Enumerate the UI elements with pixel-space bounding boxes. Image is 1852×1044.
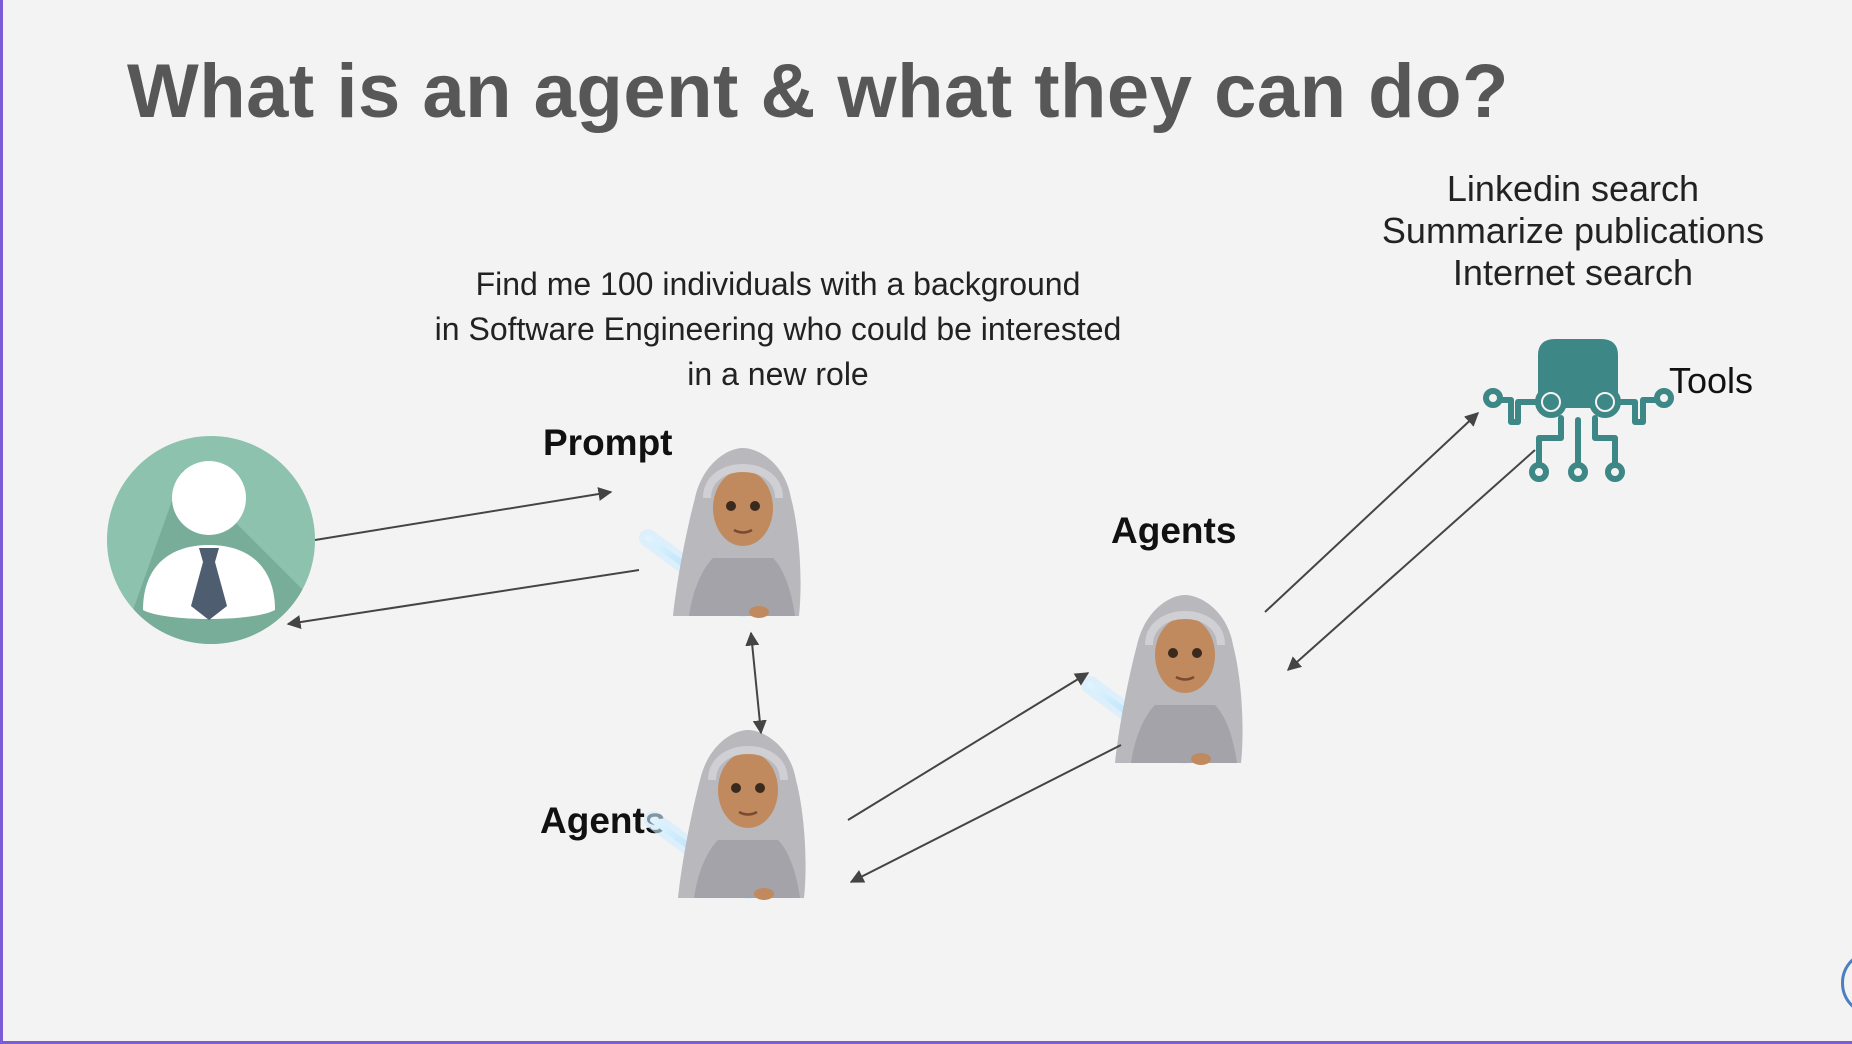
prompt-text: Find me 100 individuals with a backgroun… bbox=[363, 262, 1193, 397]
prompt-line-2: in Software Engineering who could be int… bbox=[434, 311, 1122, 347]
tool-item-linkedin: Linkedin search bbox=[1446, 168, 1700, 209]
agents-label-top: Agents bbox=[1111, 510, 1237, 551]
arrow-agent-to-tools bbox=[1264, 412, 1480, 613]
octopus-circuit-icon bbox=[1483, 339, 1674, 482]
prompt-line-1: Find me 100 individuals with a backgroun… bbox=[475, 266, 1081, 302]
agent-icon-bottom bbox=[653, 730, 806, 900]
tools-label: Tools bbox=[1669, 360, 1754, 401]
tool-item-internet: Internet search bbox=[1452, 252, 1694, 293]
slide-title: What is an agent & what they can do? bbox=[127, 49, 1509, 134]
tools-list: Linkedin search Summarize publications I… bbox=[1333, 168, 1813, 294]
arrows bbox=[286, 412, 1536, 883]
diagram-canvas bbox=[107, 339, 1674, 1044]
user-avatar-icon bbox=[107, 436, 315, 644]
arrow-user-to-prompt bbox=[314, 487, 613, 541]
arrow-right-to-bottom-agent bbox=[849, 744, 1122, 883]
prompt-line-3: in a new role bbox=[687, 356, 869, 392]
arrow-prompt-to-user bbox=[286, 569, 640, 630]
arrow-bottom-to-right-agent bbox=[847, 672, 1090, 821]
prompt-label: Prompt bbox=[543, 422, 673, 463]
agent-icon-prompt bbox=[648, 448, 801, 618]
arrow-tools-to-agent bbox=[1286, 449, 1536, 671]
agent-icon-right bbox=[1090, 595, 1243, 765]
tool-item-summarize: Summarize publications bbox=[1381, 210, 1765, 251]
arrow-prompt-agents-bidirectional bbox=[745, 631, 767, 735]
